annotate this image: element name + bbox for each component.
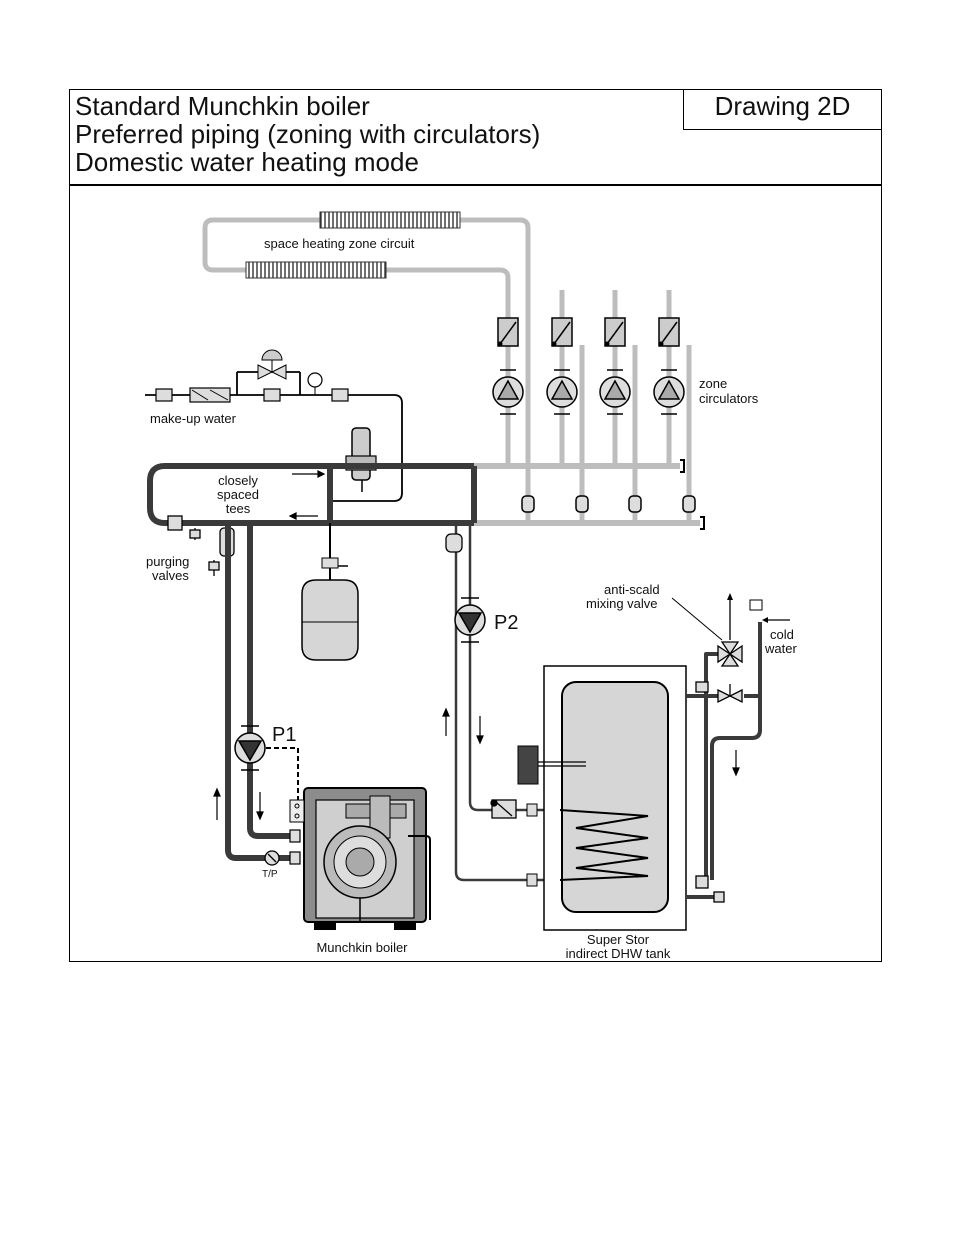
- label-purging-valves-1: purging: [146, 554, 189, 569]
- p1-control-wire: [266, 748, 298, 800]
- zone-circulator-1: [493, 370, 523, 414]
- header-cap-lower: [700, 517, 704, 529]
- label-cold-water-1: cold: [770, 627, 794, 642]
- tempering-check: [750, 600, 762, 610]
- label-closely-spaced-tees-2: spaced: [217, 487, 259, 502]
- super-stor-tank: [518, 666, 686, 930]
- tank-coil-inlet-fitting: [527, 804, 537, 816]
- mixing-valve-leader: [672, 598, 722, 640]
- boiler-connection-fittings: [290, 830, 300, 864]
- pump-p1: [235, 726, 265, 770]
- zone-circulator-2: [547, 370, 577, 414]
- label-closely-spaced-tees-1: closely: [218, 473, 258, 488]
- zone-circulator-3: [600, 370, 630, 414]
- air-separator: [346, 428, 376, 492]
- boiler-loop-piping: [228, 523, 300, 858]
- tank-check-valve: [718, 684, 742, 702]
- tp-relief-valve: [265, 851, 279, 865]
- zone-circulator-pumps: [493, 370, 684, 414]
- zone-valve-2: [552, 318, 573, 347]
- label-closely-spaced-tees-3: tees: [226, 501, 251, 516]
- label-cold-water-2: water: [764, 641, 797, 656]
- zone-circulator-4: [654, 370, 684, 414]
- label-munchkin-boiler: Munchkin boiler: [316, 940, 408, 955]
- baseboard-lower: [246, 262, 386, 278]
- baseboard-upper: [320, 212, 460, 228]
- tank-coil-outlet-fitting: [527, 874, 537, 886]
- label-zone-circulators-1: zone: [699, 376, 727, 391]
- zone-return-valves: [522, 496, 695, 512]
- zone-valve-1: [498, 318, 519, 347]
- cold-water-arrowhead: [762, 617, 768, 623]
- expansion-tank: [302, 523, 358, 660]
- primary-loop-flow-arrows: [290, 471, 324, 519]
- label-p2: P2: [494, 612, 518, 634]
- label-zone-circulators-2: circulators: [699, 391, 759, 406]
- label-super-stor-1: Super Stor: [587, 932, 650, 947]
- label-anti-scald-2: mixing valve: [586, 596, 658, 611]
- zone-valve-3: [605, 318, 626, 347]
- dhw-flow-arrow: [733, 750, 739, 775]
- tank-flow-control: [491, 800, 516, 818]
- label-p1: P1: [272, 724, 296, 746]
- hot-water-arrowhead: [727, 593, 733, 600]
- munchkin-boiler: [290, 788, 430, 930]
- label-super-stor-2: indirect DHW tank: [566, 946, 671, 961]
- dhw-flow-check: [446, 534, 462, 552]
- label-tp: T/P: [262, 869, 278, 880]
- boiler-loop-flow-arrows: [214, 789, 263, 820]
- dhw-loop-flow-arrows: [443, 709, 483, 743]
- label-anti-scald-1: anti-scald: [604, 582, 660, 597]
- pump-p2: [455, 598, 485, 642]
- dhw-outlet-piping: [686, 622, 760, 897]
- anti-scald-mixing-valve: [718, 642, 742, 666]
- label-space-heating-zone-circuit: space heating zone circuit: [264, 236, 415, 251]
- header-cap-upper: [680, 460, 684, 472]
- zone-headers: [474, 466, 700, 523]
- label-make-up-water: make-up water: [150, 411, 237, 426]
- zone-valve-4: [659, 318, 680, 347]
- label-purging-valves-2: valves: [152, 568, 189, 583]
- zone-valves: [498, 318, 680, 347]
